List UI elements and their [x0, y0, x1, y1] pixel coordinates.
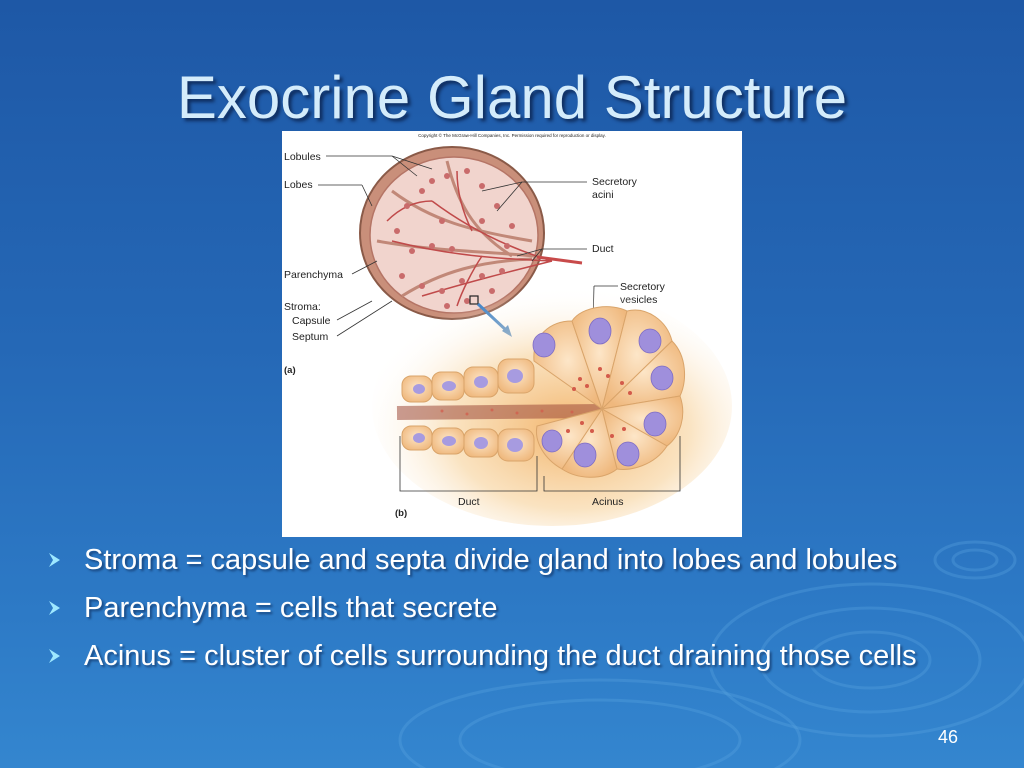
arrow-bullet-icon [49, 553, 60, 567]
page-number: 46 [938, 727, 959, 747]
label-septum: Septum [292, 331, 328, 343]
label-duct-top: Duct [592, 243, 614, 255]
label-lobules: Lobules [284, 151, 321, 163]
copyright-text: Copyright © The McGraw-Hill Companies, I… [418, 132, 606, 138]
label-capsule: Capsule [292, 315, 331, 327]
label-parenchyma: Parenchyma [284, 269, 343, 281]
bullet-text: Parenchyma = cells that secrete [84, 592, 498, 624]
label-panel-a: (a) [284, 365, 296, 376]
acinus-illustration [372, 286, 732, 526]
arrow-bullet-icon [49, 649, 60, 663]
label-panel-b: (b) [395, 508, 407, 519]
bullet-item: Stroma = capsule and septa divide gland … [46, 540, 946, 580]
gland-figure: Copyright © The McGraw-Hill Companies, I… [282, 131, 742, 537]
label-acinus: Acinus [592, 496, 624, 508]
slide-title: Exocrine Gland Structure [176, 64, 848, 131]
label-secretory-acini-1: Secretory [592, 176, 638, 188]
gland-diagram: Copyright © The McGraw-Hill Companies, I… [284, 132, 732, 526]
bullet-text: Acinus = cluster of cells surrounding th… [84, 640, 917, 672]
label-lobes: Lobes [284, 179, 313, 191]
bullet-item: Acinus = cluster of cells surrounding th… [46, 636, 946, 676]
label-duct-bottom: Duct [458, 496, 480, 508]
label-secretory-vesicles-1: Secretory [620, 281, 666, 293]
bullet-text: Stroma = capsule and septa divide gland … [84, 544, 898, 576]
arrow-bullet-icon [49, 601, 60, 615]
label-stroma: Stroma: [284, 301, 321, 313]
label-secretory-acini-2: acini [592, 189, 614, 201]
bullet-item: Parenchyma = cells that secrete [46, 588, 946, 628]
bullet-list: Stroma = capsule and septa divide gland … [46, 540, 946, 684]
